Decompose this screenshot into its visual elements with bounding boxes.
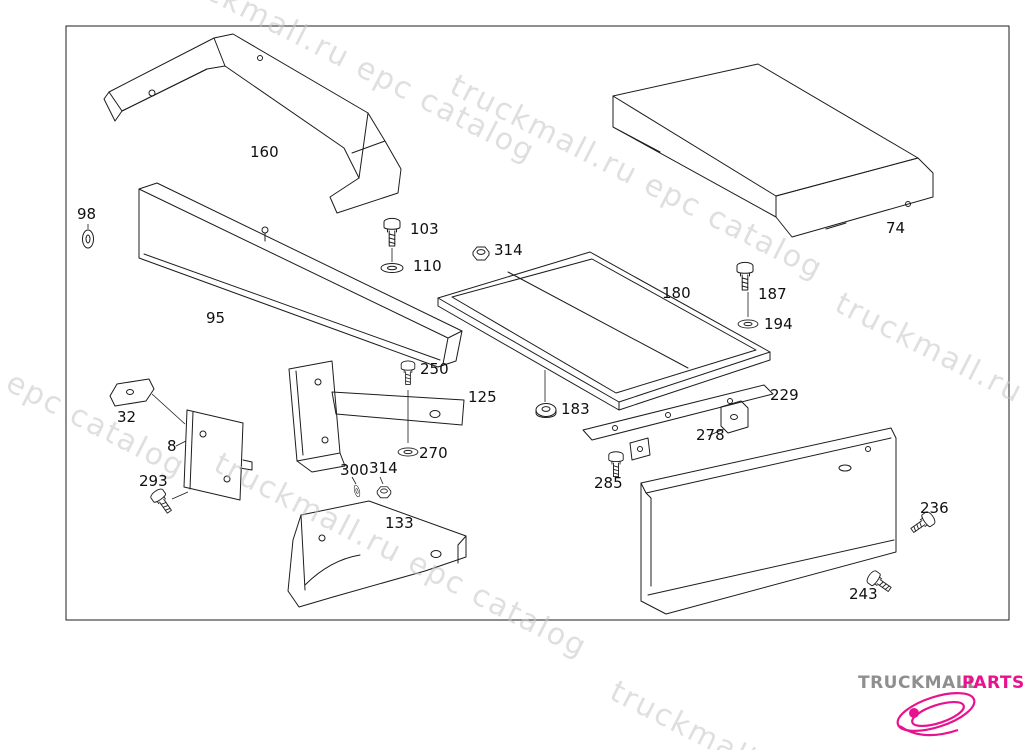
part-label-270: 270 [419,444,448,462]
logo-text-pink: PARTS [962,673,1024,693]
part-8-drawing [175,409,253,501]
part-160-drawing [103,33,402,214]
part-label-314-bottom: 314 [369,459,398,477]
part-label-187: 187 [758,285,787,303]
diagram-border [65,25,1010,621]
part-98-drawing [82,224,94,249]
part-label-243: 243 [849,585,878,603]
part-133-drawing [287,500,467,608]
part-label-32: 32 [117,408,136,426]
part-label-236: 236 [920,499,949,517]
part-label-183: 183 [561,400,590,418]
part-label-125: 125 [468,388,497,406]
part-270-washer [397,447,419,457]
watermark-text: truckmall.ru epc catalog [208,446,593,665]
part-74-drawing [612,63,934,238]
part-180-drawing [437,251,771,411]
part-label-285: 285 [594,474,623,492]
part-125-drawing [288,360,465,473]
part-label-133: 133 [385,514,414,532]
part-278-drawing [707,400,749,437]
part-label-180: 180 [662,284,691,302]
part-label-250: 250 [420,360,449,378]
part-label-74: 74 [886,219,905,237]
part-label-160: 160 [250,143,279,161]
part-labels: 160 98 103 110 314 95 180 187 194 74 32 … [77,143,949,603]
part-label-194: 194 [764,315,793,333]
part-194-washer [737,319,759,329]
leaders-300-314 [351,476,384,485]
channel-beam-drawing [640,427,897,615]
watermark-text: truckmall.ru epc catalog [829,286,1024,505]
part-314-nut-bottom [376,486,392,499]
part-95-drawing [138,182,463,368]
part-293-bolt [148,486,176,517]
part-label-103: 103 [410,220,439,238]
part-label-110: 110 [413,257,442,275]
part-label-314-top: 314 [494,241,523,259]
part-250-bolt [400,360,416,385]
part-32-drawing [109,378,186,425]
truckmallparts-logo: TRUCKMALL PARTS [858,673,1024,737]
part-183-grommet [535,403,557,418]
part-label-300: 300 [340,461,369,479]
part-300-washer [352,484,362,498]
part-label-8: 8 [167,437,177,455]
part-label-293: 293 [139,472,168,490]
part-285-bolt [608,451,624,478]
part-110-washer [380,263,404,273]
part-label-229: 229 [770,386,799,404]
part-229-drawing [582,384,774,461]
leader-293 [171,491,189,500]
part-label-98: 98 [77,205,96,223]
part-label-95: 95 [206,309,225,327]
part-314-nut-top [472,246,490,261]
part-103-bolt [383,217,401,247]
part-label-278: 278 [696,426,725,444]
logo-text-gray: TRUCKMALL [858,673,978,693]
watermark-text: truckmall.ru epc catalog [0,266,191,485]
logo-swoosh-icon [896,692,976,737]
part-187-bolt [736,261,754,291]
